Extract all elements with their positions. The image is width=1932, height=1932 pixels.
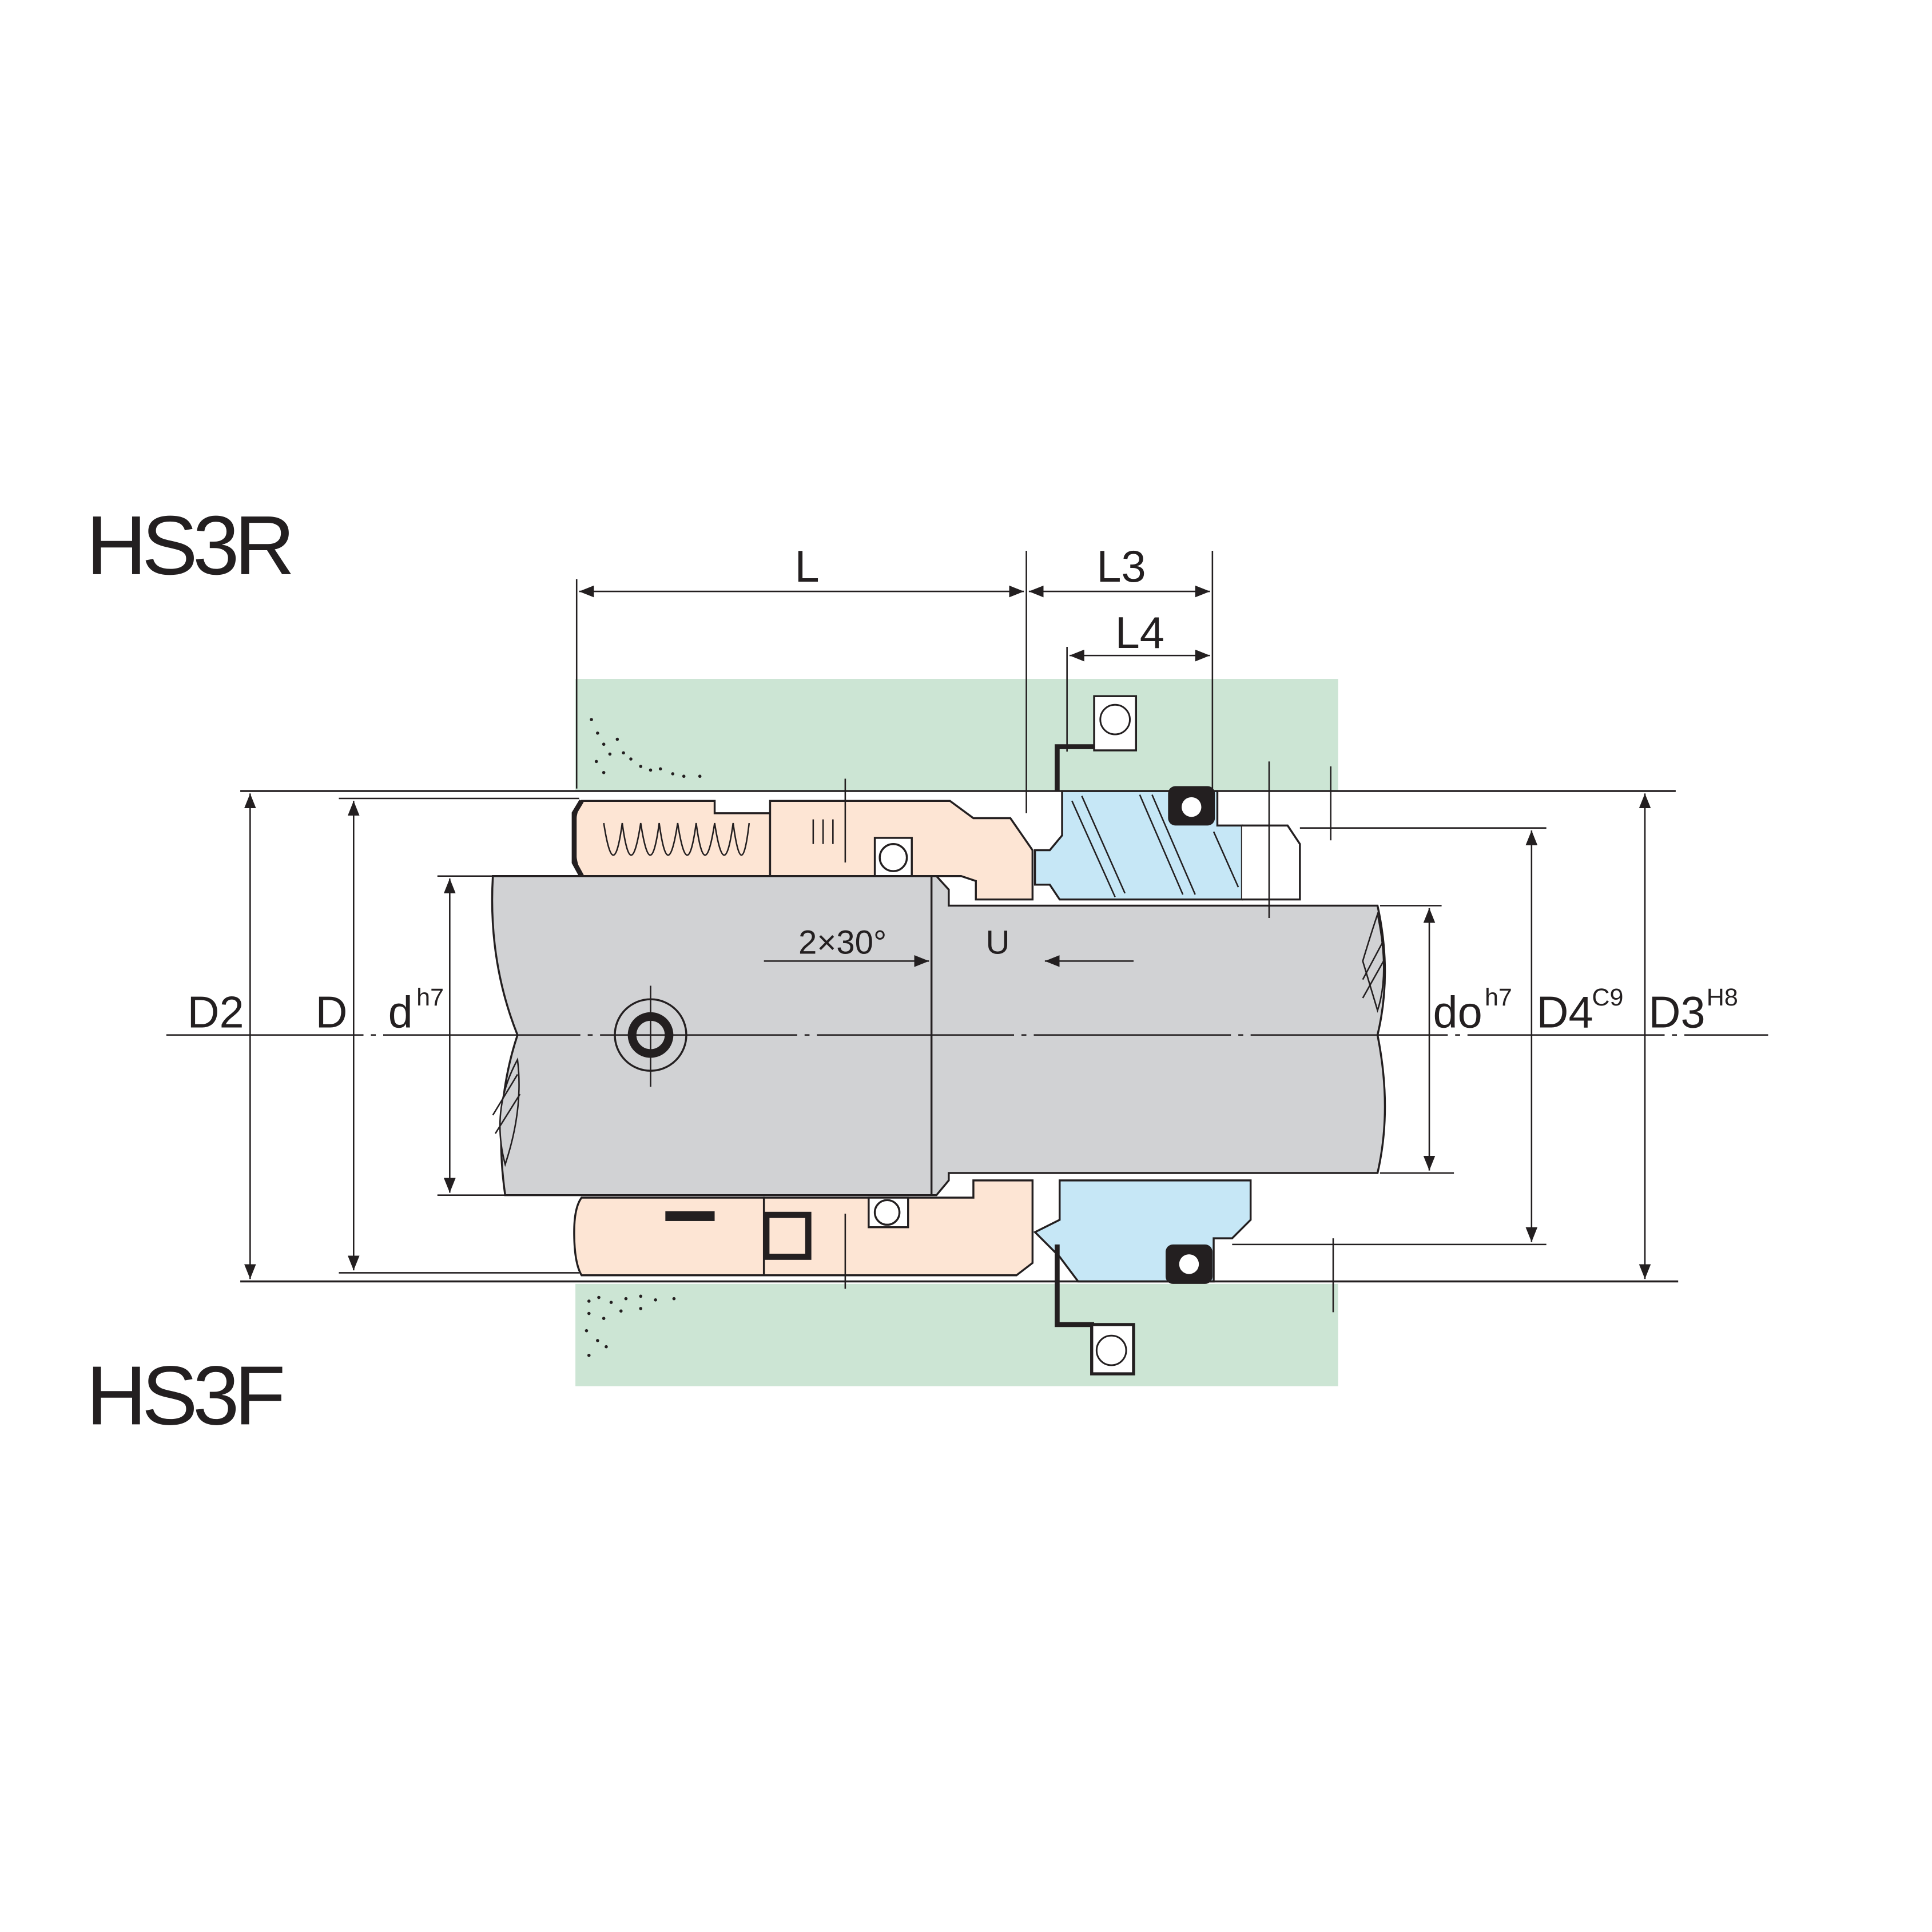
title-hs3r: HS3R <box>86 499 291 593</box>
dim-d3-tol: H8 <box>1707 984 1738 1011</box>
stationary-seat-bottom <box>1033 1179 1252 1284</box>
dim-do: do <box>1433 988 1482 1037</box>
dim-l4: L4 <box>1115 609 1164 658</box>
dim-chamfer: 2×30° <box>798 924 887 961</box>
dim-d-shaft: d <box>388 988 413 1037</box>
rotating-unit-top <box>573 800 1034 901</box>
dim-d-outer: D <box>316 988 348 1037</box>
rotating-unit-bottom <box>573 1179 1034 1277</box>
stationary-seat-top <box>1033 786 1301 901</box>
dim-d3: D3 <box>1649 988 1706 1037</box>
dim-do-tol: h7 <box>1485 984 1512 1011</box>
extension-lines <box>166 790 1768 1283</box>
dim-l3: L3 <box>1096 542 1146 591</box>
dim-d2: D2 <box>187 988 244 1037</box>
dim-d-tol: h7 <box>416 984 444 1011</box>
spring-icon <box>603 822 750 856</box>
drive-pin <box>665 1211 715 1221</box>
dim-l: L <box>795 542 820 591</box>
title-hs3f: HS3F <box>86 1349 283 1442</box>
dim-u: U <box>985 924 1009 961</box>
dim-d4-tol: C9 <box>1592 984 1623 1011</box>
dim-d4: D4 <box>1536 988 1593 1037</box>
housing <box>575 679 1338 1386</box>
